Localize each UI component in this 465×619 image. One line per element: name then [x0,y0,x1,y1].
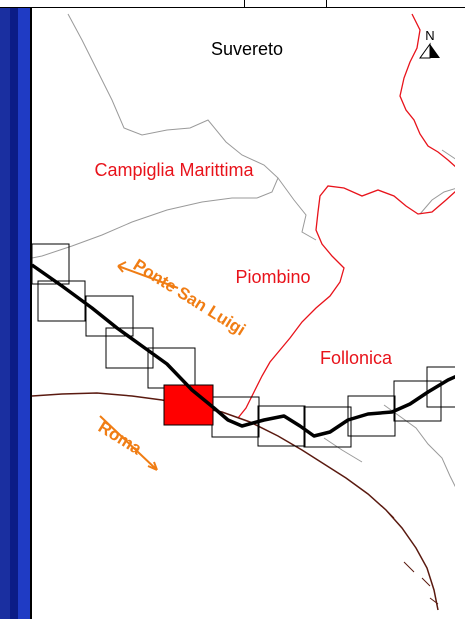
map-tile[interactable] [347,395,396,437]
grey-borders [32,13,455,488]
north-arrow: N [419,28,440,59]
map-tile[interactable] [32,243,70,285]
grey-border-south [323,437,363,463]
map-tile[interactable] [257,405,306,447]
red-borders [237,13,455,419]
frame-edge-mid [18,8,30,619]
grey-border-southeast [383,404,455,488]
arrow-roma [99,415,158,471]
route-line [32,263,455,438]
frame-edge-left [10,8,18,619]
grey-border-east [419,149,455,215]
top-border-tick [244,0,245,7]
label-piombino: Piombino [235,267,310,287]
map-canvas[interactable]: N Suvereto Campiglia Marittima Piombino … [30,8,455,619]
grey-border-mid [277,177,317,241]
top-border-tick [326,0,327,7]
direction-roma: Roma [95,415,158,471]
map-svg: N Suvereto Campiglia Marittima Piombino … [32,13,455,611]
coastline [32,392,439,611]
label-ponte-san-luigi: Ponte San Luigi [130,255,249,339]
highlighted-tile[interactable] [163,384,214,426]
top-border [0,0,465,8]
map-tile[interactable] [85,295,134,337]
grey-border-north [67,13,279,199]
label-suvereto: Suvereto [211,39,283,59]
arrow-ponte-san-luigi [117,261,179,289]
map-tile[interactable] [303,406,352,448]
red-border-center [237,185,455,419]
map-tile[interactable] [426,366,455,408]
frame-edge-right [455,8,465,619]
north-label: N [425,28,434,43]
label-follonica: Follonica [320,348,393,368]
grey-border-west [32,197,257,259]
red-border-northeast [399,13,455,168]
map-tile[interactable] [393,380,442,422]
label-campiglia-marittima: Campiglia Marittima [94,160,254,180]
direction-ponte-san-luigi: Ponte San Luigi [117,255,249,339]
